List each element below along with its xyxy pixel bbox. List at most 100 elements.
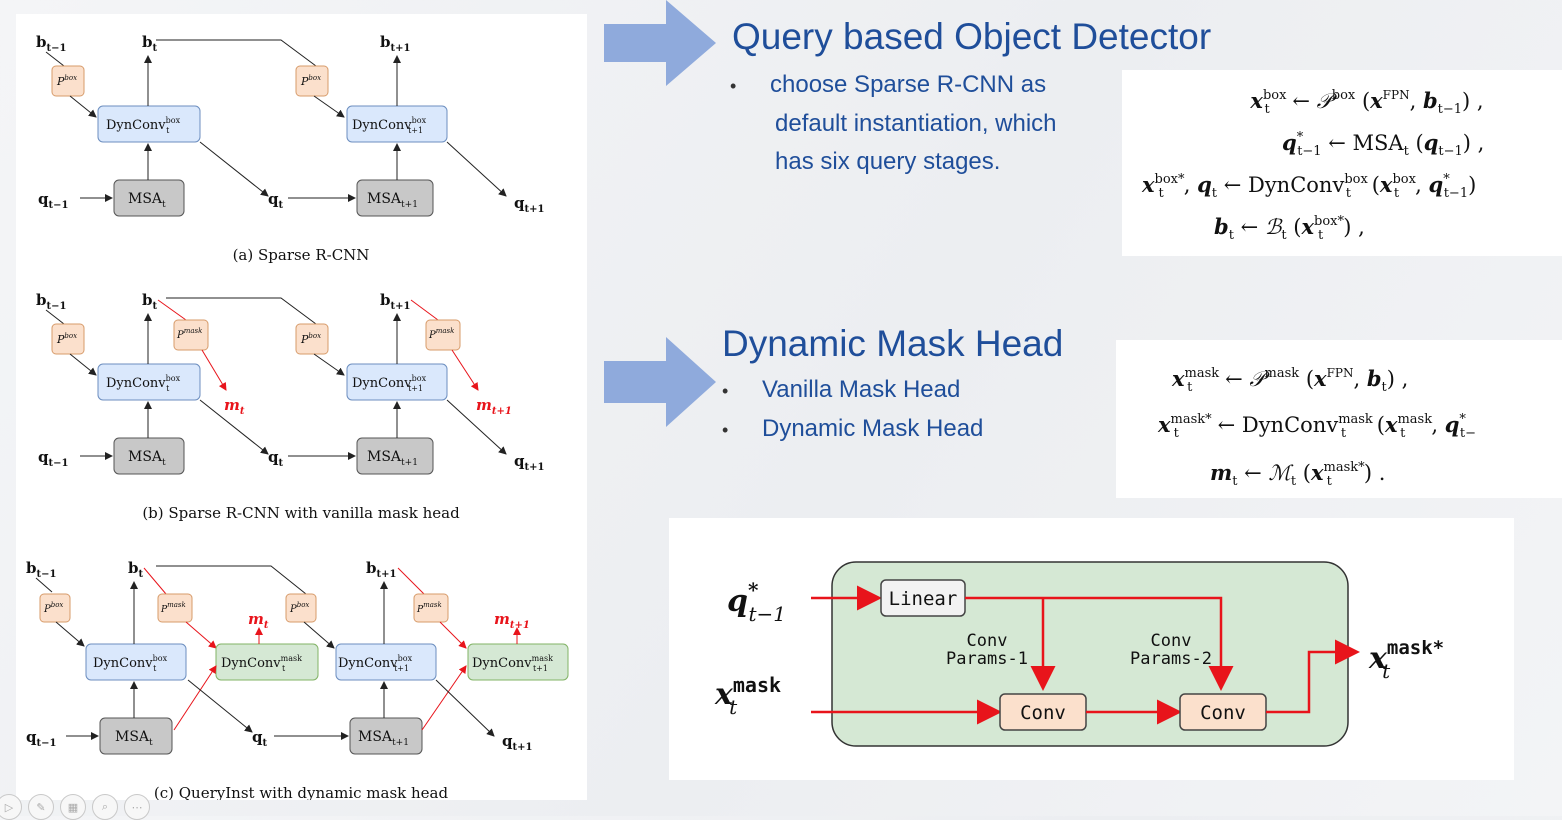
p-box-label: Pbox [56,74,77,88]
red-edge [185,621,217,649]
edge [435,679,495,737]
edge [55,621,85,647]
b-next-label: bt+1 [380,291,410,312]
q-prev-label: qt−1 [38,190,68,211]
p-box-node-2 [295,65,329,97]
dynconv-box-t1 [335,643,437,681]
p-box-label-2: Pbox [300,74,321,88]
edge [199,399,269,455]
bullet-dot: • [730,76,737,96]
conv-params-2-line1: Conv [1151,631,1192,651]
section-arrow-2 [604,337,716,427]
msa-t-label: MSAt [128,191,166,210]
edge [45,309,65,325]
list-item: •Vanilla Mask Head [722,371,983,410]
slides-icon[interactable]: ▦ [60,794,86,820]
p-box-node [39,593,71,623]
edge [303,621,335,649]
red-edge [157,299,187,321]
caption-a: (a) Sparse R-CNN [233,246,370,264]
p-box-label: Pbox [56,332,77,346]
red-edge [397,567,425,595]
p-mask-label: Pmask [176,327,202,341]
b-cur-label: bt [142,33,158,54]
section-title-query-detector: Query based Object Detector [732,16,1212,57]
p-box-node-2 [295,323,329,355]
dynconv-box-t [97,105,201,143]
p-mask-label-2: Pmask [416,601,442,615]
edge [156,39,317,67]
red-edge [173,665,217,731]
msa-t1 [356,179,434,217]
q-cur-label: qt [268,190,284,211]
slideshow-toolbar: ▷ ✎ ▦ ⌕ ⋯ [0,794,150,820]
bullet-line-1: choose Sparse R-CNN as [770,71,1047,98]
q-next-label: qt+1 [514,452,544,473]
msa-t-label: MSAt [115,729,153,748]
dynconv-box-t [97,363,201,401]
linear-label: Linear [889,588,958,610]
play-icon[interactable]: ▷ [0,794,22,820]
msa-t1-label: MSAt+1 [358,729,409,748]
list-item: •Dynamic Mask Head [722,410,983,449]
p-mask-node-2 [413,593,449,623]
msa-t [113,437,185,475]
q-next-label: qt+1 [502,732,532,753]
red-edge [1266,639,1360,714]
p-box-node-2 [285,593,317,623]
conv-2-label: Conv [1200,702,1246,724]
caption-b: (b) Sparse R-CNN with vanilla mask head [142,504,460,522]
edge [199,141,269,197]
edge [446,141,507,197]
dynconv-box-t [85,643,187,681]
b-prev-label: bt−1 [36,33,66,54]
b-prev-label: bt−1 [36,291,66,312]
m-cur-label: mt [248,610,269,631]
b-next-label: bt+1 [366,559,396,580]
pen-icon[interactable]: ✎ [28,794,54,820]
m-next-label: mt+1 [476,396,512,417]
more-icon[interactable]: ⋯ [124,794,150,820]
conv-params-1-line1: Conv [967,631,1008,651]
zoom-icon[interactable]: ⌕ [92,794,118,820]
red-edge [421,665,467,731]
msa-t1 [349,717,423,755]
b-next-label: bt+1 [380,33,410,54]
equation-2: q*t−1 ← MSAt (qt−1) , [1282,130,1484,159]
section-arrow-1 [604,0,716,86]
p-mask-node [157,593,193,623]
p-box-label: Pbox [43,601,63,615]
edge [69,353,97,376]
red-edge [143,567,167,595]
q-prev-label: qt−1 [38,448,68,469]
caption-c: (c) QueryInst with dynamic mask head [154,784,449,800]
msa-t1-label: MSAt+1 [367,449,418,468]
red-edge [410,299,439,321]
equation-4: bt ← ℬt (xbox*t) , [1214,214,1365,243]
bullet-line-2: default instantiation, which [775,110,1057,137]
edge [313,353,345,376]
red-edge [451,349,479,391]
p-mask-node [173,319,209,351]
mask-head-diagram: q*t−1 Linear Conv Params-1 Conv Params-2… [714,561,1444,747]
q-cur-label: qt [268,448,284,469]
p-mask-label: Pmask [160,601,186,615]
m-next-label: mt+1 [494,610,530,631]
edge [45,51,65,67]
dynconv-mask-t1 [467,643,569,681]
msa-t [113,179,185,217]
